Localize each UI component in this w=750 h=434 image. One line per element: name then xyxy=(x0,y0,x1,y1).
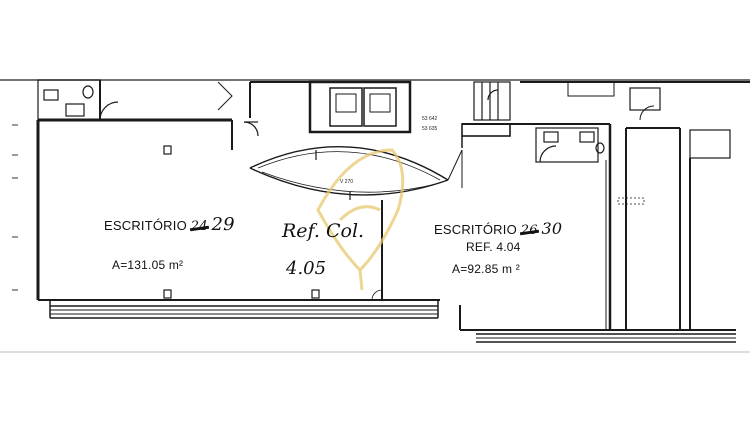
lobby-arc xyxy=(249,146,449,200)
balcony-lines xyxy=(49,300,736,343)
office-29-area: A=131.05 m² xyxy=(112,258,184,272)
office-29-label: ESCRITÓRIO 24 29 xyxy=(104,214,235,235)
wc-top-left xyxy=(37,79,119,121)
office-29-walls xyxy=(36,118,440,301)
stair-core xyxy=(473,81,605,163)
office-30-label: ESCRITÓRIO 26 30 xyxy=(434,219,562,238)
lift-tag: 53 635 xyxy=(422,126,438,132)
handwritten-note-line2: 4.05 xyxy=(286,258,327,279)
office-30-area: A=92.85 m ² xyxy=(452,262,520,276)
handwritten-note-line1: Ref. Col. xyxy=(282,220,365,242)
office-30-walls xyxy=(447,123,620,331)
office-30-reference: REF. 4.04 xyxy=(466,240,521,254)
right-rooms xyxy=(520,81,750,331)
office-30-printed-label: ESCRITÓRIO xyxy=(434,222,517,237)
arc-tag: V 270 xyxy=(340,179,353,185)
lift-tag: 53 642 xyxy=(422,116,438,122)
elevator-core xyxy=(217,80,412,137)
margin-ticks xyxy=(12,124,18,291)
office-29-printed-label: ESCRITÓRIO xyxy=(104,218,187,233)
office-29-struck-number: 24 xyxy=(190,219,208,234)
office-29-handwritten-number: 29 xyxy=(211,214,235,235)
office-30-struck-number: 26 xyxy=(520,223,538,238)
watermark-logo xyxy=(316,148,405,291)
office-30-handwritten-number: 30 xyxy=(541,219,563,238)
partition-wall xyxy=(371,200,383,301)
